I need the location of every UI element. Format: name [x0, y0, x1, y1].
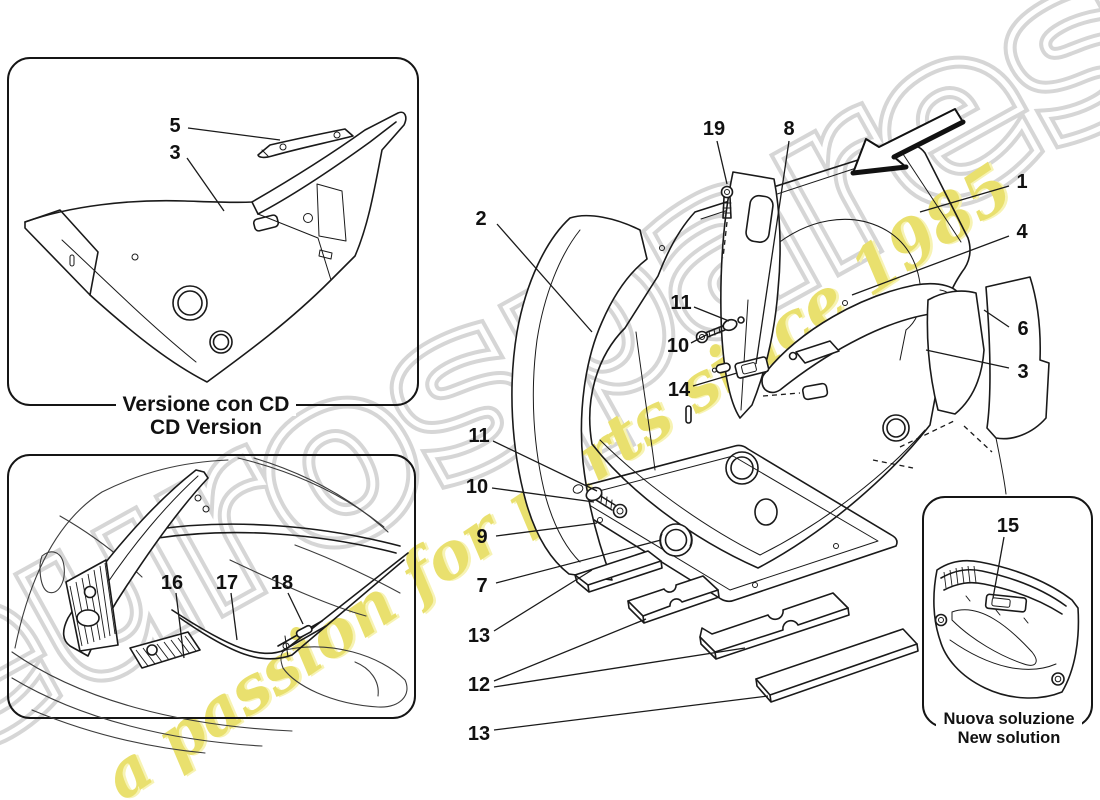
inset-new-caption-it: Nuova soluzione — [943, 710, 1074, 728]
inset-new-caption-en: New solution — [958, 729, 1061, 747]
callout-9[interactable]: 9 — [476, 526, 487, 548]
direction-arrow-icon — [850, 108, 966, 176]
callout-1[interactable]: 1 — [1016, 171, 1027, 193]
callout-10-upper[interactable]: 10 — [667, 335, 689, 357]
inset-cd-callouts: 5 3 — [169, 115, 281, 212]
inset-luggage-view: 16 17 18 — [7, 454, 416, 754]
callout-3[interactable]: 3 — [1017, 361, 1028, 383]
part-6-right-panel — [963, 276, 1050, 495]
callout-5[interactable]: 5 — [169, 115, 180, 137]
caption-bg — [936, 708, 1082, 729]
inset-luggage-callouts: 16 17 18 — [161, 572, 304, 659]
callout-19[interactable]: 19 — [703, 118, 725, 140]
part-7-grommet — [659, 523, 693, 557]
callout-7[interactable]: 7 — [476, 575, 487, 597]
callout-16[interactable]: 16 — [161, 572, 183, 594]
callout-11-upper[interactable]: 11 — [670, 292, 691, 314]
inset-new-solution: 15 Nuova soluzione New solution — [922, 496, 1093, 747]
car-body-outline — [11, 457, 408, 754]
callout-4[interactable]: 4 — [1016, 221, 1028, 243]
part-1-front-compartment-pan — [588, 144, 971, 569]
callout-11-lower[interactable]: 11 — [468, 425, 489, 447]
callout-13-upper[interactable]: 13 — [468, 625, 490, 647]
part-13-pad-lower — [755, 628, 919, 703]
part-12-pad-b — [699, 592, 850, 660]
inset-new-callouts: 15 — [992, 515, 1019, 599]
part-19-bolt — [720, 185, 734, 259]
main-callouts: 2 19 8 1 4 6 3 11 10 14 11 10 9 7 13 12 … — [466, 118, 1029, 745]
part-13-pad-upper — [574, 550, 663, 593]
callout-18[interactable]: 18 — [271, 572, 293, 594]
callout-6[interactable]: 6 — [1017, 318, 1028, 340]
caption-bg — [116, 392, 296, 416]
main-leader-lines — [491, 140, 1010, 731]
part-12-pad-a — [627, 575, 720, 624]
callout-13-lower[interactable]: 13 — [468, 723, 490, 745]
main-diagram: 2 19 8 1 4 6 3 11 10 14 11 10 9 7 13 12 … — [466, 108, 1050, 745]
inset-luggage-border — [7, 454, 416, 719]
part-10-11-screw-lower — [572, 484, 628, 519]
part-14-latch — [711, 356, 770, 379]
luggage-lid-and-bay-drawing — [62, 469, 409, 669]
callout-2[interactable]: 2 — [475, 208, 486, 230]
callout-3-cd[interactable]: 3 — [169, 142, 180, 164]
callout-14[interactable]: 14 — [668, 379, 691, 401]
inset-cd-caption-it: Versione con CD — [123, 393, 290, 416]
callout-10-lower[interactable]: 10 — [466, 476, 488, 498]
callout-17[interactable]: 17 — [216, 572, 238, 594]
inset-cd-version: 5 3 Versione con CD CD Version — [7, 57, 419, 439]
cd-front-trim-panel-drawing — [24, 111, 407, 383]
callout-12[interactable]: 12 — [468, 674, 490, 696]
new-solution-panel-drawing — [933, 559, 1080, 699]
callout-8[interactable]: 8 — [783, 118, 794, 140]
inset-cd-caption-en: CD Version — [150, 416, 262, 439]
callout-15[interactable]: 15 — [997, 515, 1019, 537]
